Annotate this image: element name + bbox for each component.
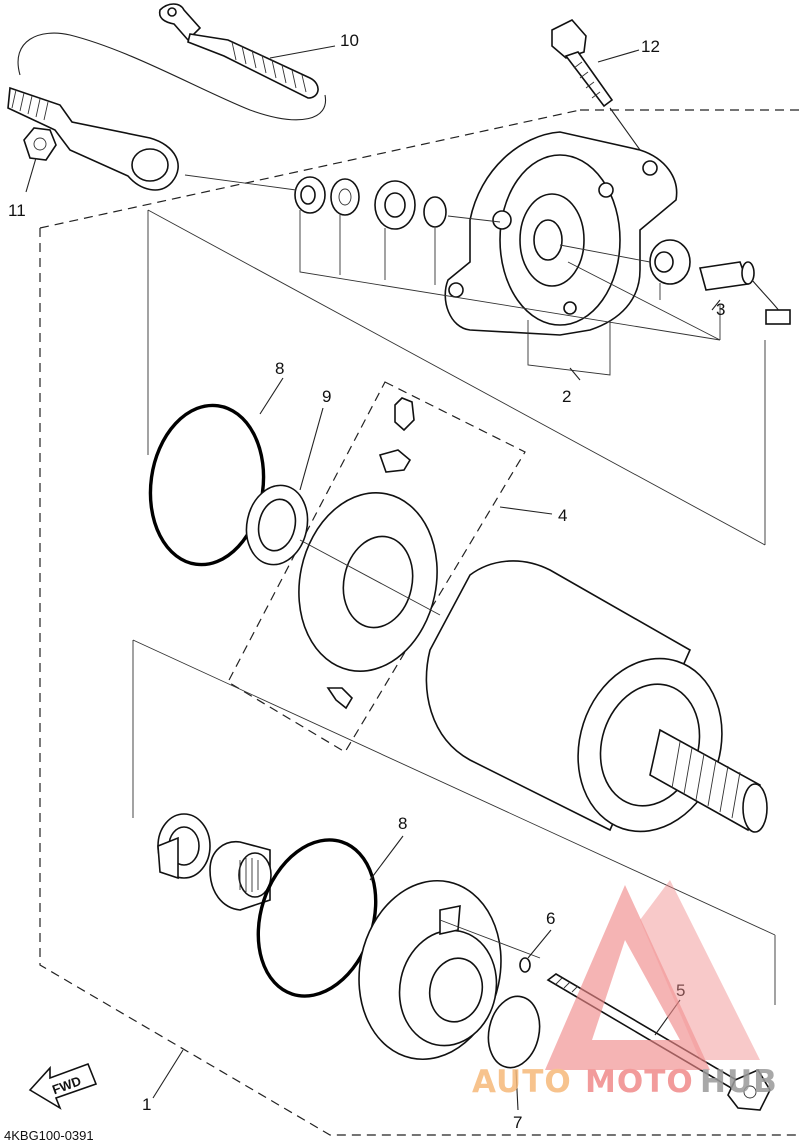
callout-1: 1 <box>142 1095 151 1114</box>
watermark-logo: AUTO MOTO HUB <box>472 880 778 1100</box>
callout-9: 9 <box>322 387 331 406</box>
seal-kit-3 <box>184 174 791 376</box>
oil-seal <box>157 813 211 880</box>
bolt-12 <box>551 19 659 176</box>
upper-projection-lines <box>132 209 776 1005</box>
callout-8-upper: 8 <box>275 359 284 378</box>
callout-7: 7 <box>513 1113 522 1132</box>
leader-lines <box>25 45 721 1111</box>
callout-12: 12 <box>641 37 660 56</box>
callout-2: 2 <box>562 387 571 406</box>
watermark-hub: HUB <box>700 1064 778 1100</box>
watermark-auto: AUTO <box>472 1064 572 1100</box>
assembly-boundary <box>39 109 800 1136</box>
callout-5: 5 <box>676 981 685 1000</box>
rear-cover <box>358 879 541 1061</box>
callout-6: 6 <box>546 909 555 928</box>
nut-11-and-terminal-bolt <box>7 86 179 191</box>
callout-labels: 10 12 11 3 2 8 9 4 8 6 5 7 1 <box>8 31 725 1132</box>
lead-wire-10 <box>17 3 327 121</box>
fwd-arrow-icon: FWD <box>28 1062 98 1110</box>
needle-bearing <box>209 841 272 911</box>
washer-9 <box>245 484 309 566</box>
part-code: 4KBG100-0391 <box>4 1128 94 1142</box>
callout-11: 11 <box>8 201 26 220</box>
motor-yoke <box>425 560 768 833</box>
watermark-moto: MOTO <box>585 1064 694 1100</box>
o-ring-6 <box>519 957 531 973</box>
callout-8-lower: 8 <box>398 814 407 833</box>
watermark-triangle-icon <box>545 885 710 1070</box>
callout-3: 3 <box>716 300 725 319</box>
brush-set-boundary <box>227 381 526 753</box>
brush-holder-4 <box>298 397 441 710</box>
callout-4: 4 <box>558 506 567 525</box>
front-cover <box>444 131 678 336</box>
o-ring-7 <box>487 995 541 1069</box>
callout-10: 10 <box>340 31 359 50</box>
